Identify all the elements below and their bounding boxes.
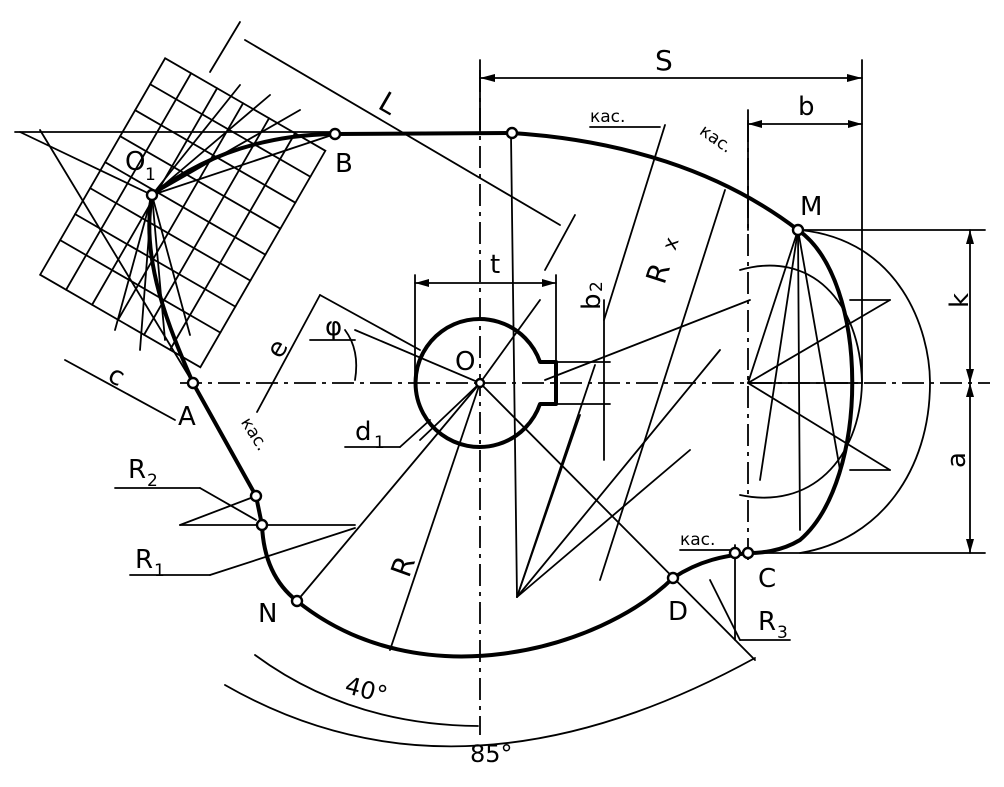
r-arc-lines [179,495,257,526]
label-b2-sub: 2 [587,281,607,292]
point-top [505,126,519,140]
note-kas-left: кас. [236,414,272,455]
label-k: k [945,293,975,308]
d1-leader-diag [399,419,431,448]
label-b2: b [577,293,607,310]
point-r2 [249,489,263,503]
label-angle-85: 85° [470,740,513,768]
label-o: O [455,347,475,377]
note-kas-bottom: кас. [680,530,715,550]
dimension-s [479,59,863,384]
label-r3: R [758,607,776,637]
label-s: S [655,44,673,77]
point-d [666,571,680,585]
outer-contour [147,131,855,659]
label-r2: R [128,455,146,485]
label-rx-sub: x [657,234,684,253]
dimension-l [209,21,576,271]
right-semicircle-construction [799,229,931,554]
construction-grid [38,57,327,369]
point-n [290,594,304,608]
label-b-dim: b [798,92,815,122]
rx-dimension-line [599,189,726,581]
point-m [791,223,805,237]
label-c: C [758,564,776,594]
label-a: A [178,402,196,432]
point-r1 [255,518,269,532]
label-a-dim: a [942,452,972,468]
label-r2-sub: 2 [147,471,158,491]
r2-leader-diag [199,487,257,521]
label-rx: R [640,259,677,288]
note-kas-top-right: кас. [696,121,737,158]
label-o1-sub: 1 [145,165,156,185]
label-n: N [258,599,277,629]
point-o1 [145,188,159,202]
note-kas-top: кас. [590,107,625,127]
r1-leader-diag [209,527,356,576]
phi-arc [344,329,358,381]
label-r1: R [135,545,153,575]
label-r3-sub: 3 [777,623,788,643]
label-r: R [384,552,422,582]
label-t: t [490,250,500,280]
label-e: e [261,335,295,364]
angle-85-arc [224,657,756,748]
label-l: L [373,85,403,122]
label-r1-sub: 1 [154,561,165,581]
dimension-k-a [747,229,986,554]
point-c1 [728,546,742,560]
label-d1-sub: 1 [374,433,385,453]
shaft-hole [413,317,558,449]
construction-rays-m [747,229,891,531]
label-b: B [335,149,353,179]
label-d1: d [355,417,372,447]
radius-lines-o [296,299,756,661]
label-c-dim: c [103,360,130,393]
label-m: M [800,192,822,222]
angle-40-arc [254,654,479,727]
point-o [474,377,486,389]
dimension-t [414,274,557,384]
dimension-b2 [555,299,611,461]
point-c2 [741,546,755,560]
construction-rays-o1 [19,84,336,384]
label-angle-40: 40° [342,671,390,709]
label-phi: φ [325,312,342,342]
label-d: D [668,597,688,627]
point-a [186,376,200,390]
dimension-e-c [64,294,421,421]
x-construction-line [544,299,751,381]
point-b [328,127,342,141]
dimension-b [747,109,863,231]
label-o1: O [125,147,145,177]
